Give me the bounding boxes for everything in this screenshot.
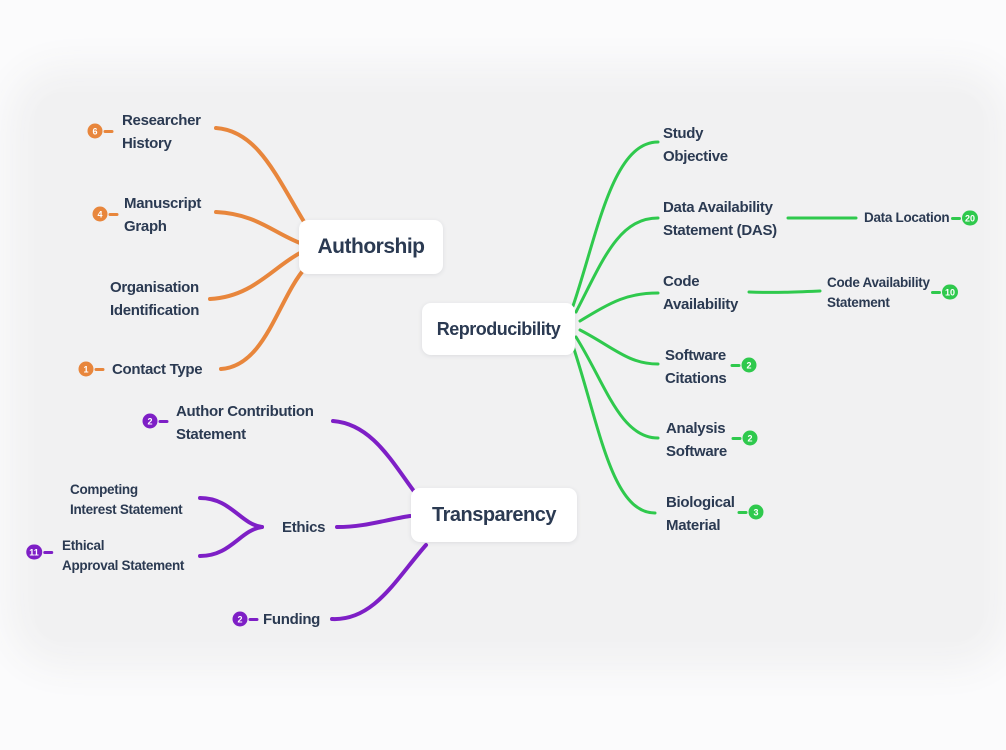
label-data-availability-statement[interactable]: Data Availability Statement (DAS): [663, 199, 777, 239]
count-badge-software-citations: 2: [741, 357, 757, 373]
count-badge-biological-material: 3: [748, 504, 764, 520]
node-transparency-label: Transparency: [431, 503, 557, 526]
canvas-background: [34, 92, 984, 642]
label-contact-type[interactable]: Contact Type: [112, 361, 203, 378]
label-analysis-software[interactable]: Analysis Software: [666, 420, 727, 460]
label-biological-material[interactable]: Biological Material: [666, 494, 735, 534]
branch-line-ethics: [335, 514, 412, 529]
label-funding[interactable]: Funding: [263, 611, 321, 628]
branch-line-ethical-approval-statement: [198, 525, 264, 558]
label-study-objective[interactable]: Study Objective: [663, 125, 728, 165]
count-badge-data-location: 20: [961, 210, 979, 226]
branch-line-study-objective: [571, 140, 660, 308]
branch-line-biological-material: [570, 341, 657, 515]
count-badge-author-contribution-statement: 2: [142, 413, 158, 429]
branch-line-manuscript-graph: [214, 210, 302, 245]
count-badge-funding: 2: [232, 611, 248, 627]
label-organisation-identification[interactable]: Organisation Identification: [110, 279, 200, 319]
branch-line-software-citations: [578, 328, 660, 366]
count-badge-researcher-history: 6: [87, 123, 103, 139]
label-manuscript-graph[interactable]: Manuscript Graph: [124, 195, 202, 235]
node-authorship-label: Authorship: [317, 235, 425, 258]
label-competing-interest-statement[interactable]: Competing Interest Statement: [70, 482, 183, 517]
count-badge-analysis-software: 2: [742, 430, 758, 446]
node-transparency[interactable]: Transparency: [411, 488, 577, 542]
label-software-citations[interactable]: Software Citations: [665, 347, 727, 387]
branch-line-researcher-history: [214, 126, 308, 227]
count-badge-contact-type: 1: [78, 361, 94, 377]
branch-line-code-availability-statement: [747, 289, 822, 294]
node-authorship[interactable]: Authorship: [299, 220, 443, 274]
branch-line-organisation-identification: [208, 251, 302, 301]
count-badge-code-availability-statement: 10: [941, 284, 959, 300]
branch-line-funding: [330, 543, 428, 622]
node-reproducibility-label: Reproducibility: [436, 318, 561, 339]
label-code-availability[interactable]: Code Availability: [663, 273, 739, 313]
label-researcher-history[interactable]: Researcher History: [122, 112, 201, 152]
node-reproducibility[interactable]: Reproducibility: [422, 303, 575, 355]
label-code-availability-statement[interactable]: Code Availability Statement: [827, 275, 930, 310]
count-badge-ethical-approval-statement: 11: [26, 544, 42, 560]
count-badge-manuscript-graph: 4: [92, 206, 108, 222]
branch-line-author-contribution-statement: [331, 419, 418, 496]
branch-line-code-availability: [578, 291, 660, 323]
branch-line-data-availability-statement: [574, 216, 660, 314]
branch-line-analysis-software: [574, 335, 660, 440]
branch-line-competing-interest-statement: [198, 496, 264, 529]
label-ethics[interactable]: Ethics: [282, 519, 326, 536]
label-author-contribution-statement[interactable]: Author Contribution Statement: [176, 403, 314, 443]
label-data-location[interactable]: Data Location: [864, 210, 950, 225]
branch-line-contact-type: [219, 265, 308, 371]
label-ethical-approval-statement[interactable]: Ethical Approval Statement: [62, 538, 185, 573]
